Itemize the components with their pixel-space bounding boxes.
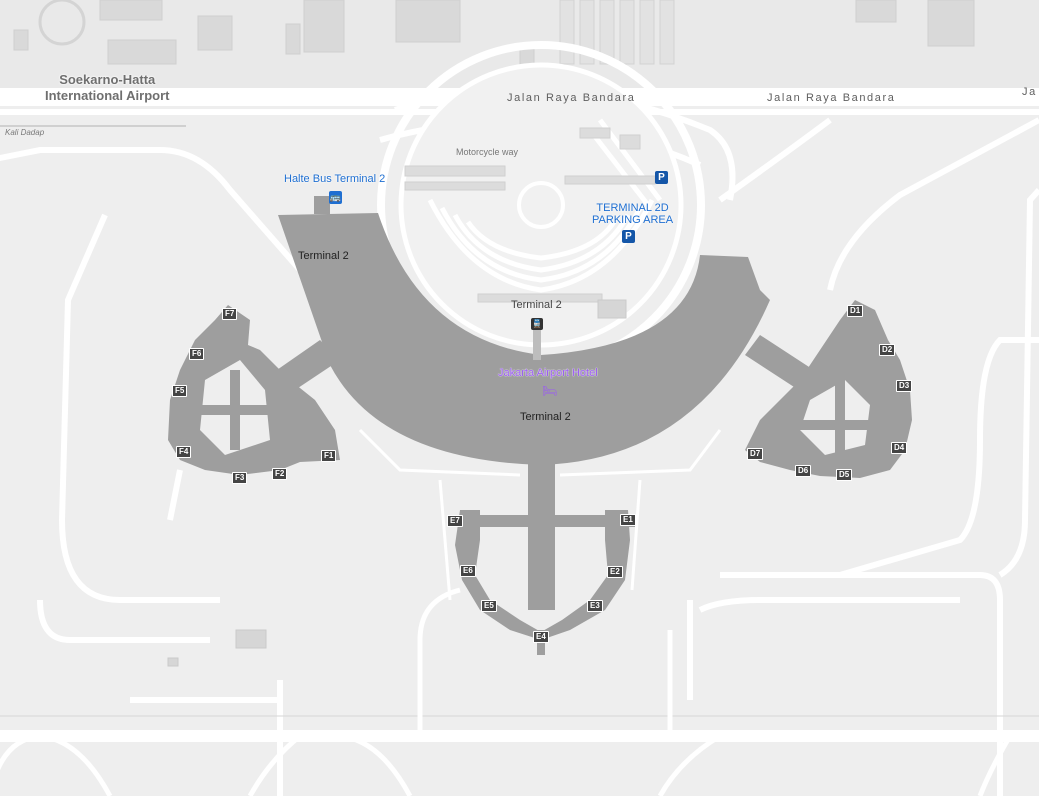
gate-f1[interactable]: F1 <box>321 450 337 462</box>
gate-f5[interactable]: F5 <box>172 385 188 397</box>
gate-f4[interactable]: F4 <box>176 446 192 458</box>
gate-e7[interactable]: E7 <box>447 515 463 527</box>
gate-d6[interactable]: D6 <box>795 465 812 477</box>
bus-stop-label[interactable]: Halte Bus Terminal 2 <box>284 173 386 185</box>
gate-e6[interactable]: E6 <box>460 565 476 577</box>
gate-d2[interactable]: D2 <box>879 344 896 356</box>
road-label-main-edge: Ja <box>1022 86 1037 98</box>
terminal-main-label: Terminal 2 <box>298 250 349 262</box>
airport-name-label: Soekarno-Hatta International Airport <box>45 72 169 104</box>
gate-e4[interactable]: E4 <box>533 631 549 643</box>
gate-e1[interactable]: E1 <box>620 514 636 526</box>
gate-d3[interactable]: D3 <box>896 380 913 392</box>
terminal-station-label[interactable]: Terminal 2 <box>511 299 562 311</box>
parking-icon[interactable]: P <box>655 171 668 184</box>
hotel-label[interactable]: Jakarta Airport Hotel <box>498 367 598 379</box>
train-icon[interactable]: 🚆 <box>531 318 543 330</box>
airport-name-line2: International Airport <box>45 88 170 103</box>
airport-name-line1: Soekarno-Hatta <box>59 72 156 87</box>
gate-d1[interactable]: D1 <box>847 305 864 317</box>
gate-e2[interactable]: E2 <box>607 566 623 578</box>
river-label: Kali Dadap <box>5 128 45 137</box>
gate-f2[interactable]: F2 <box>272 468 288 480</box>
parking-label-line1: TERMINAL 2D <box>596 202 669 214</box>
gate-f3[interactable]: F3 <box>232 472 248 484</box>
road-label-main-left: Jalan Raya Bandara <box>507 92 636 104</box>
gate-d7[interactable]: D7 <box>747 448 764 460</box>
gate-d5[interactable]: D5 <box>836 469 853 481</box>
gate-e3[interactable]: E3 <box>587 600 603 612</box>
bus-icon[interactable]: 🚌 <box>329 191 342 204</box>
parking-area-label[interactable]: TERMINAL 2D PARKING AREA <box>592 202 673 226</box>
gate-f7[interactable]: F7 <box>222 308 238 320</box>
road-label-motorcycle: Motorcycle way <box>456 147 519 157</box>
road-label-main-right: Jalan Raya Bandara <box>767 92 896 104</box>
hotel-icon[interactable]: 🛏 <box>542 384 558 398</box>
gate-d4[interactable]: D4 <box>891 442 908 454</box>
gate-f6[interactable]: F6 <box>189 348 205 360</box>
parking-label-line2: PARKING AREA <box>592 214 674 226</box>
terminal-center-label: Terminal 2 <box>520 411 571 423</box>
gate-e5[interactable]: E5 <box>481 600 497 612</box>
parking-icon[interactable]: P <box>622 230 635 243</box>
